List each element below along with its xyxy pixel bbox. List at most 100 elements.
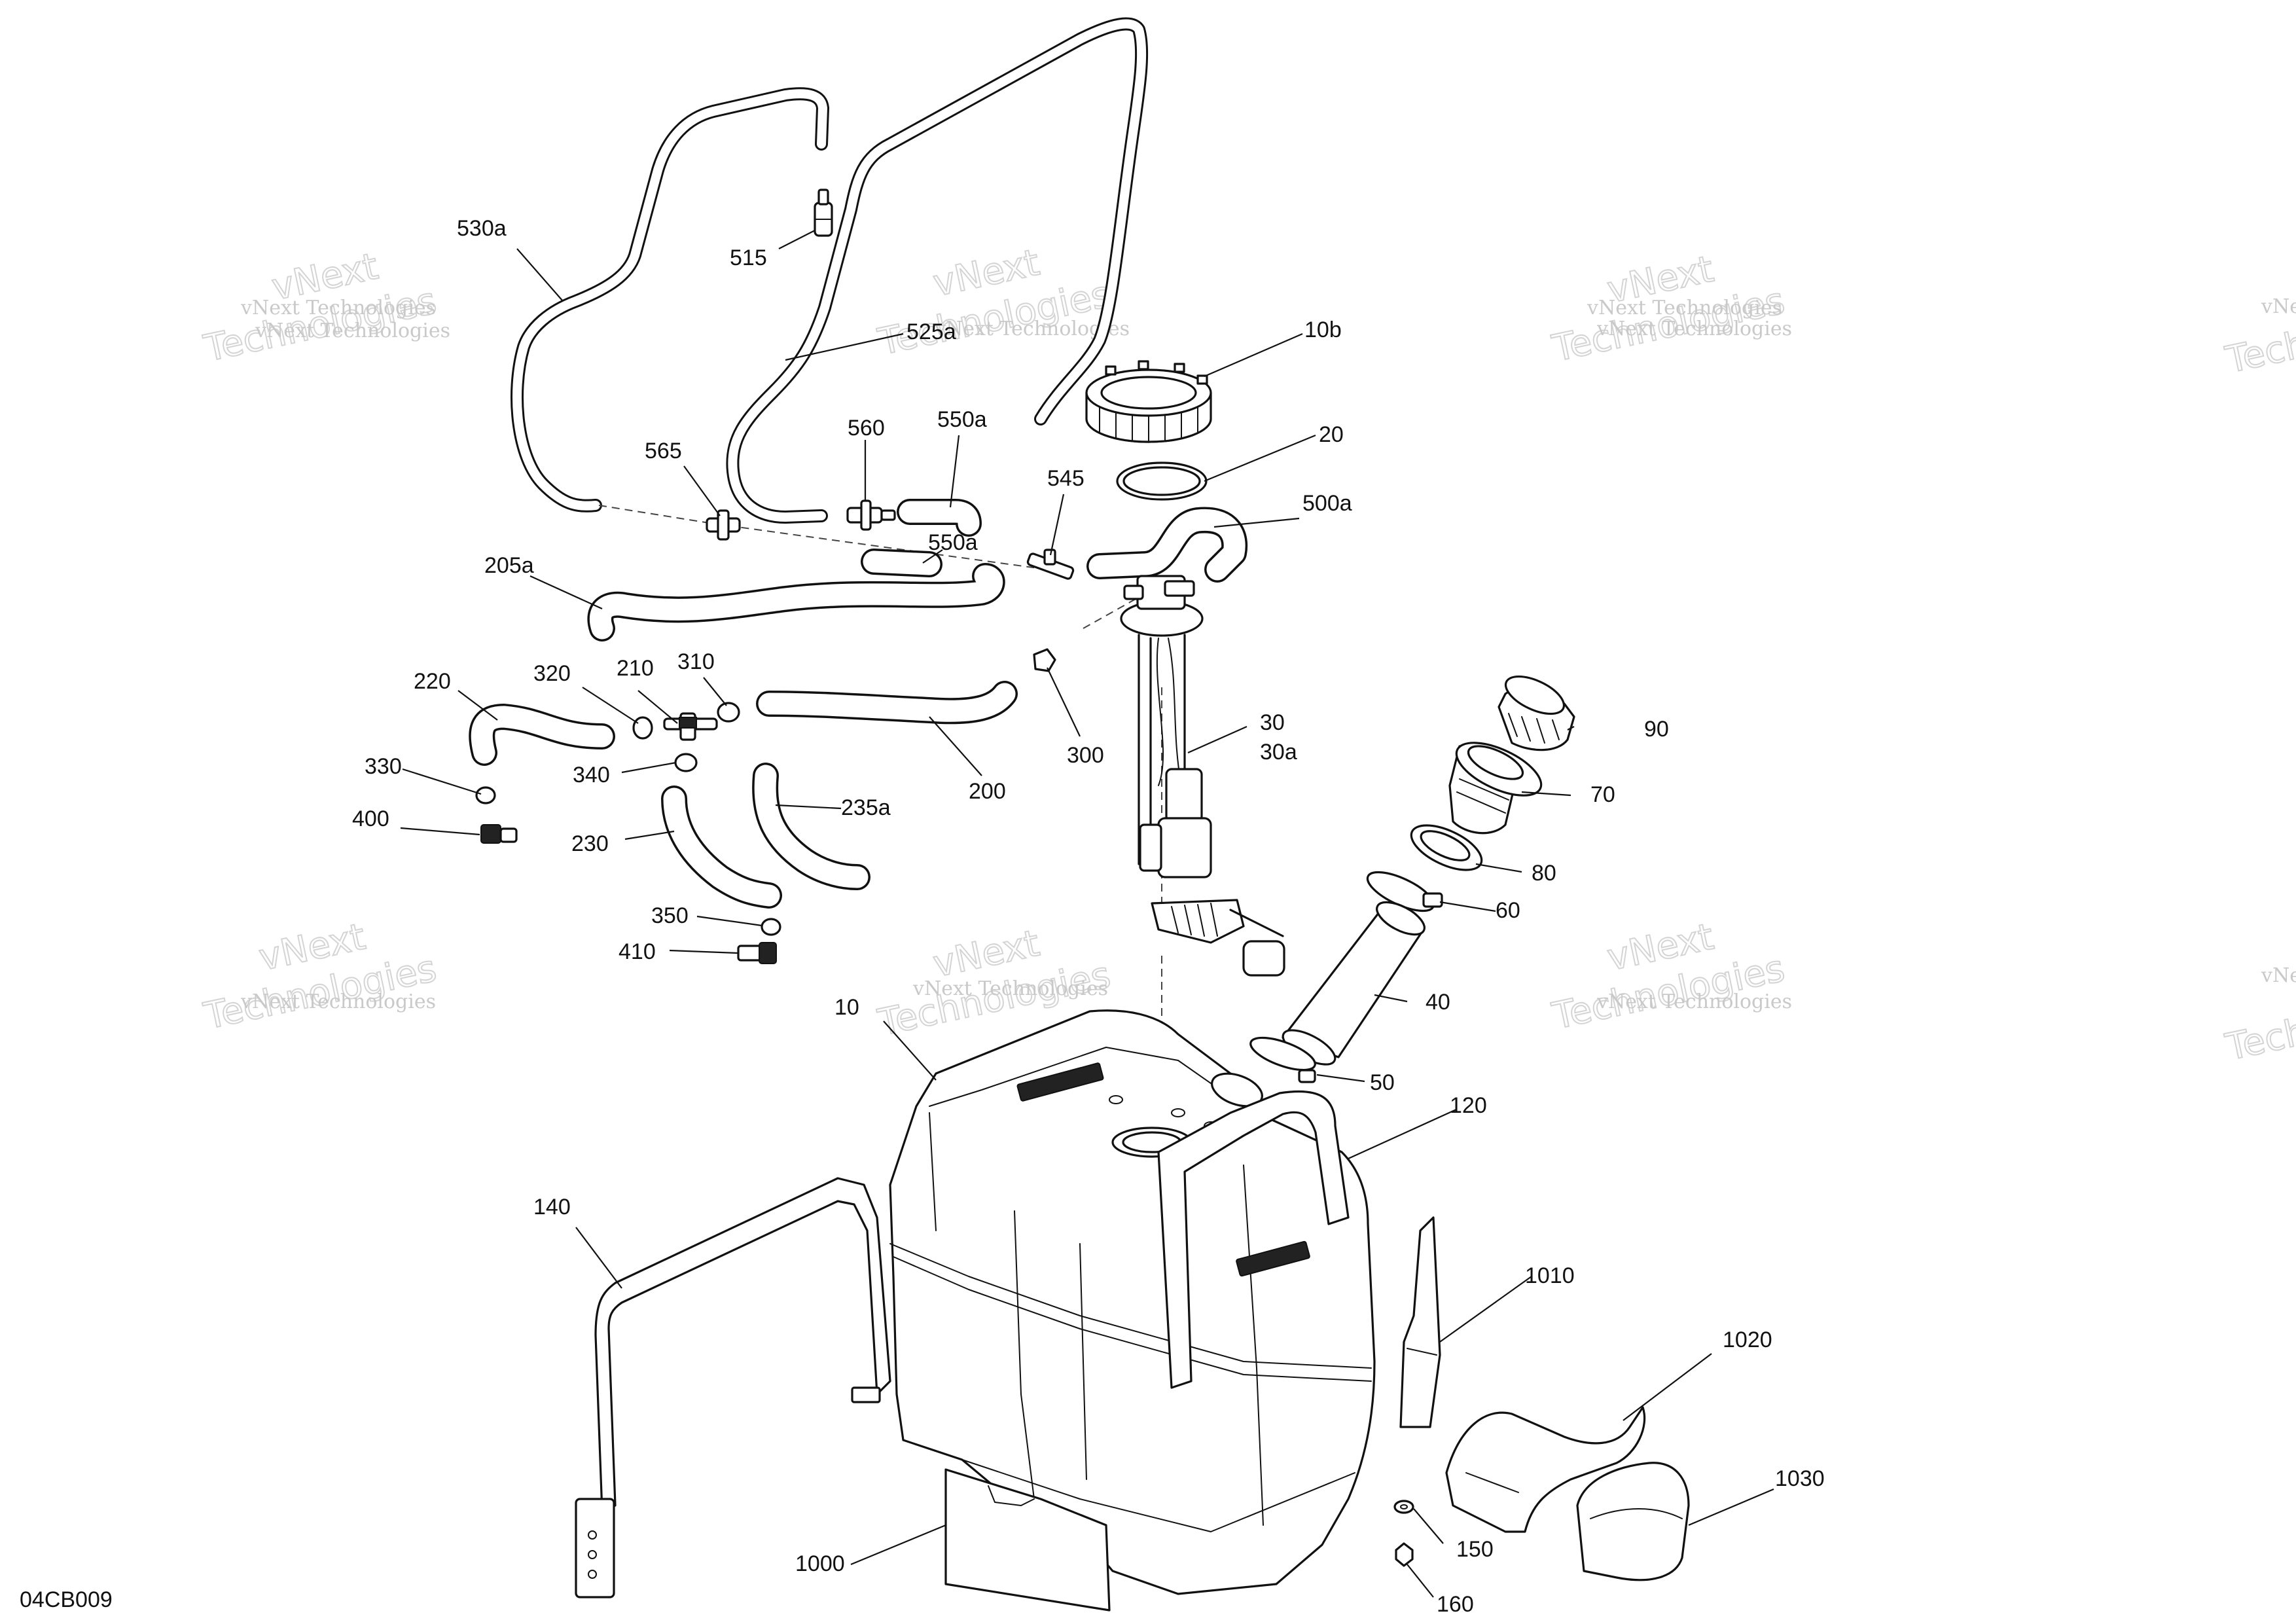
hose-205a[interactable] [587, 563, 1005, 641]
check-valve-515[interactable] [814, 189, 833, 237]
guard-1020-edge [1465, 1472, 1519, 1493]
clamp-340[interactable] [674, 753, 698, 772]
check-valve-560[interactable] [846, 499, 896, 531]
clamp-50-screw [1298, 1069, 1316, 1083]
callout-210: 210 [617, 656, 654, 681]
callout-350: 350 [651, 903, 689, 928]
tee-fitting-545[interactable] [1026, 549, 1075, 580]
clamp-60[interactable] [1363, 865, 1443, 919]
hose-550a-lower[interactable] [861, 549, 942, 577]
tank-strap-140[interactable] [575, 1177, 891, 1598]
tee-545-branch [1043, 549, 1056, 566]
elbow-400-outlet [499, 827, 518, 843]
callout-205a: 205a [484, 553, 534, 578]
callout-530a: 530a [457, 216, 507, 241]
hose-235a[interactable] [752, 763, 870, 890]
hose-235a-inner [754, 765, 869, 888]
vent-hose-525a[interactable] [726, 17, 1149, 524]
hose-220[interactable] [469, 704, 615, 766]
clamp-350[interactable] [761, 918, 781, 936]
hose-550a-upper[interactable] [897, 499, 982, 537]
filler-hose-40[interactable] [1278, 895, 1429, 1071]
callout-560: 560 [848, 416, 885, 441]
callout-1000: 1000 [795, 1551, 845, 1576]
strap-140-bracket [575, 1498, 615, 1598]
pump-filter-ribs [1171, 903, 1218, 937]
callout-545: 545 [1047, 466, 1085, 491]
callout-10: 10 [834, 995, 859, 1020]
valve-560-collar [860, 499, 872, 531]
clamp-50[interactable] [1247, 1031, 1319, 1083]
cap-90-grip [1508, 713, 1560, 744]
callout-60: 60 [1496, 898, 1520, 923]
callout-120: 120 [1450, 1093, 1487, 1118]
tank-strap-120[interactable] [1157, 1090, 1350, 1389]
callout-30a: 30a [1260, 740, 1297, 765]
callout-500a: 500a [1302, 491, 1352, 516]
callout-565: 565 [645, 439, 682, 463]
lock-ring-10b[interactable] [1085, 360, 1212, 443]
fuel-tank-10[interactable] [889, 1009, 1376, 1595]
nut-80[interactable] [1405, 816, 1488, 879]
elbow-fitting-400[interactable] [480, 824, 518, 844]
callout-140: 140 [533, 1195, 571, 1219]
washer-150-ring [1393, 1500, 1414, 1514]
pump-float-arm [1229, 909, 1284, 937]
hose-230[interactable] [661, 785, 782, 909]
clamp-320-ring [632, 716, 653, 740]
hose-200[interactable] [756, 681, 1018, 725]
watermark-label: vNext Technologies [255, 319, 450, 342]
callout-20: 20 [1319, 422, 1344, 447]
shield-1000-body [944, 1468, 1111, 1612]
tee-210-center [679, 717, 697, 729]
fuel-pump-30[interactable] [1120, 575, 1285, 977]
nut-160[interactable] [1395, 1542, 1414, 1567]
elbow-fitting-410[interactable] [737, 942, 777, 964]
callout-525a: 525a [906, 319, 956, 344]
cover-1030[interactable] [1576, 1462, 1690, 1581]
nut-80-inner [1420, 830, 1471, 861]
clamp-300[interactable] [1033, 648, 1056, 672]
callout-150: 150 [1456, 1537, 1494, 1562]
lock-ring-ribs [1099, 406, 1198, 442]
clamp-330-ring [475, 786, 496, 804]
callout-515: 515 [730, 245, 767, 270]
hose-500a[interactable] [1086, 507, 1248, 583]
tank-seam-line [889, 1243, 1372, 1369]
diagram-reference-code: 04CB009 [20, 1587, 113, 1612]
strap-140-hole-2 [588, 1550, 597, 1559]
pump-wire-2 [1156, 638, 1164, 786]
callout-200: 200 [969, 779, 1006, 804]
clamp-330[interactable] [475, 786, 496, 804]
callout-50: 50 [1370, 1070, 1395, 1095]
vent-hose-530a[interactable] [511, 87, 829, 513]
tank-top-edge [929, 1047, 1244, 1107]
pump-filter-housing [1139, 823, 1162, 872]
callout-10b: 10b [1304, 317, 1342, 342]
callout-90: 90 [1644, 717, 1669, 742]
seal-inner [1122, 466, 1201, 496]
strap-140-body [594, 1177, 891, 1513]
clamp-310[interactable] [717, 702, 740, 723]
callout-410: 410 [619, 939, 656, 964]
lock-ring-hole [1100, 376, 1197, 410]
heat-shield-1010[interactable] [1399, 1216, 1441, 1428]
tank-logo-plate [1016, 1062, 1104, 1102]
fitting-565[interactable] [706, 509, 741, 541]
pump-base-filter [1151, 899, 1245, 944]
filler-neck-70[interactable] [1448, 732, 1549, 835]
hose-525a-inner [728, 19, 1147, 522]
pump-float [1242, 940, 1285, 977]
watermark-right-edge-2: Technologies [2221, 978, 2296, 1070]
tee-fitting-210[interactable] [663, 712, 718, 741]
callout-labels: 530a 515 525a 10b 20 565 560 550a 545 50… [352, 216, 1825, 1617]
guard-1020[interactable] [1445, 1406, 1646, 1533]
heat-shield-1000[interactable] [944, 1468, 1111, 1612]
tank-rib-4 [929, 1112, 937, 1231]
seal-20[interactable] [1116, 461, 1208, 501]
filler-cap-90[interactable] [1498, 669, 1575, 751]
tank-rib-2 [1079, 1243, 1087, 1480]
clamp-320[interactable] [632, 716, 653, 740]
guard-1020-body [1445, 1406, 1646, 1533]
washer-150[interactable] [1393, 1500, 1414, 1514]
